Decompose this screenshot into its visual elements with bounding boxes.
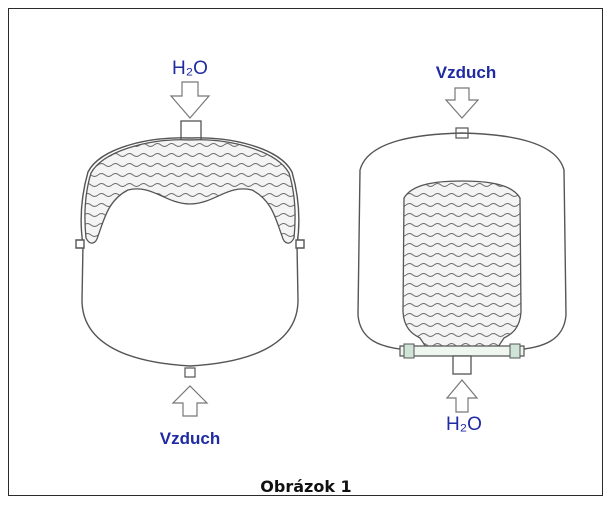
left-tank-lug-right xyxy=(295,239,305,249)
right-tank xyxy=(357,87,567,413)
left-tank xyxy=(75,81,305,417)
right-flange-bolt-left xyxy=(403,343,415,359)
right-top-label: Vzduch xyxy=(436,63,496,82)
left-top-label: H₂O xyxy=(172,58,208,79)
right-bottom-arrow-icon xyxy=(445,379,479,413)
left-bottom-valve xyxy=(184,367,196,378)
right-top-arrow-icon xyxy=(444,87,480,119)
right-tank-flange xyxy=(399,345,525,357)
right-bottom-nozzle xyxy=(452,355,472,375)
right-bottom-label: H₂O xyxy=(446,414,482,435)
left-tank-water xyxy=(84,139,296,244)
left-top-arrow-icon xyxy=(169,81,211,119)
left-tank-lug-left xyxy=(75,239,85,249)
right-flange-bolt-right xyxy=(509,343,521,359)
left-bottom-arrow-icon xyxy=(171,385,209,417)
left-tank-body xyxy=(80,137,300,367)
figure-frame xyxy=(8,8,603,496)
right-tank-bladder-water xyxy=(402,180,522,351)
figure-caption: Obrázok 1 xyxy=(260,477,351,496)
left-bottom-label: Vzduch xyxy=(160,429,220,448)
